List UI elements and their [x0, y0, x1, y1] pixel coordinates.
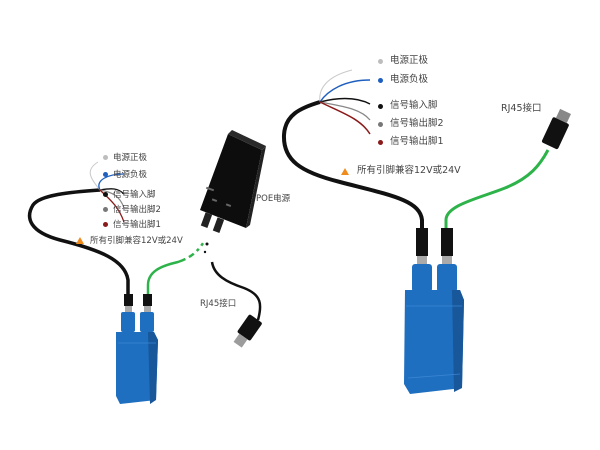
- left-label-out1: 信号输出脚1: [113, 220, 161, 230]
- right-dot-negative: [378, 78, 383, 83]
- right-note: 所有引脚兼容12V或24V: [357, 165, 461, 176]
- left-dot-positive: [103, 155, 108, 160]
- left-dot-input: [103, 192, 108, 197]
- right-rj45-plug: [541, 108, 571, 150]
- left-dot-out1: [103, 222, 108, 227]
- right-dot-input: [378, 104, 383, 109]
- left-wire-positive: [89, 161, 101, 191]
- right-label-positive: 电源正极: [390, 55, 429, 66]
- right-wire-out2: [319, 101, 371, 121]
- left-black-rj45-cable: [210, 261, 262, 321]
- right-wire-out1: [319, 101, 371, 135]
- right-black-cable: [281, 100, 424, 235]
- left-sensor-device: [116, 294, 158, 404]
- poe-power-supply: [200, 130, 266, 233]
- left-label-positive: 电源正极: [113, 153, 148, 163]
- left-dot-out2: [103, 207, 108, 212]
- left-wire-input: [99, 188, 125, 195]
- left-wire-negative: [98, 173, 125, 191]
- right-dot-out2: [378, 122, 383, 127]
- right-warning-icon: [341, 168, 349, 175]
- right-dot-positive: [378, 59, 383, 64]
- right-label-out1: 信号输出脚1: [390, 136, 444, 147]
- right-label-out2: 信号输出脚2: [390, 118, 444, 129]
- right-label-input: 信号输入脚: [390, 100, 438, 111]
- right-wire-input: [319, 97, 371, 105]
- left-label-negative: 电源负极: [113, 170, 148, 180]
- left-label-input: 信号输入脚: [113, 190, 156, 200]
- right-dot-out1: [378, 140, 383, 145]
- right-green-cable: [444, 149, 550, 235]
- left-rj45-label: RJ45接口: [200, 299, 237, 309]
- left-green-cable: [146, 239, 207, 296]
- left-rj45-plug: [233, 314, 262, 348]
- right-rj45-label: RJ45接口: [501, 103, 542, 114]
- right-label-negative: 电源负极: [390, 74, 429, 85]
- right-sensor-device: [404, 228, 464, 394]
- right-wire-positive: [319, 69, 353, 103]
- left-label-out2: 信号输出脚2: [113, 205, 161, 215]
- right-wire-negative: [319, 79, 371, 103]
- left-black-cable: [27, 188, 130, 296]
- left-dot-negative: [103, 172, 108, 177]
- left-note: 所有引脚兼容12V或24V: [90, 236, 183, 246]
- left-wire-out1: [99, 189, 125, 223]
- left-wire-out2: [99, 189, 125, 209]
- poe-label: POE电源: [256, 194, 291, 204]
- left-warning-icon: [76, 237, 84, 244]
